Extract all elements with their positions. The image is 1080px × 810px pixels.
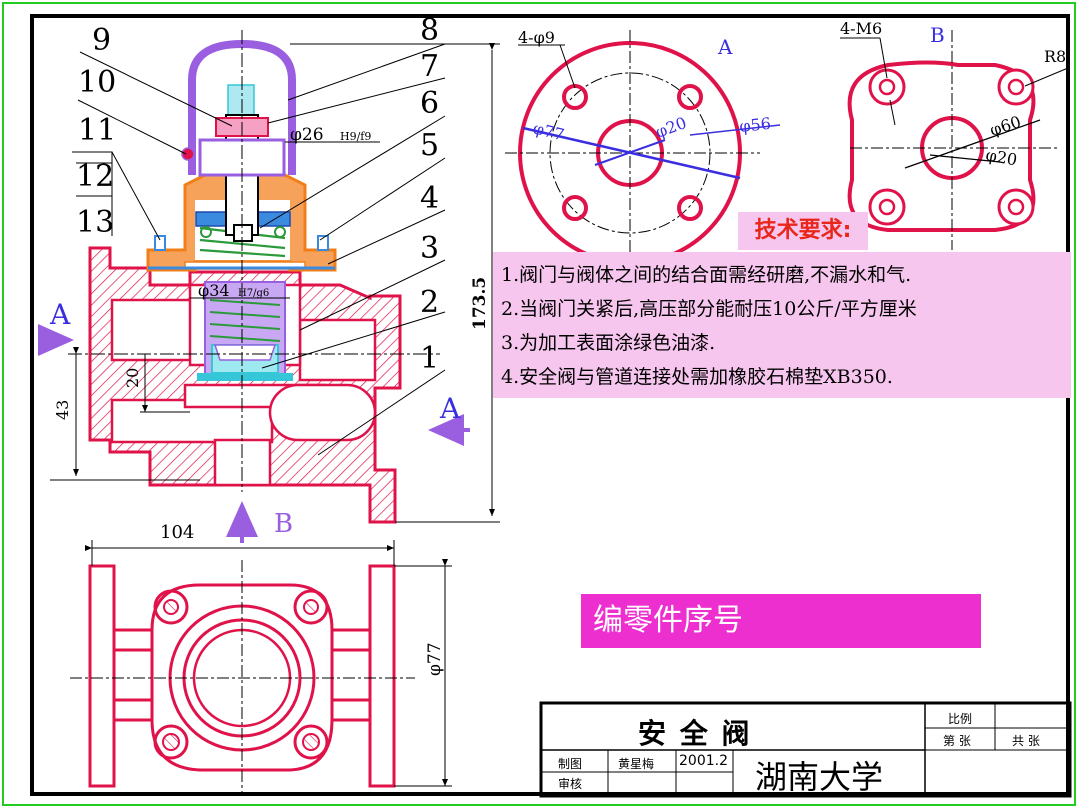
view-a-title: A — [717, 35, 733, 59]
part-label-7: 7 — [420, 49, 439, 84]
view-label-b-arrow: B — [274, 509, 293, 539]
tech-requirement-item: 3.为加工表面涂绿色油漆. — [501, 332, 716, 354]
part-label-9: 9 — [92, 23, 111, 58]
part-label-2: 2 — [420, 285, 439, 320]
valve-seat — [197, 281, 293, 381]
dim-view-a-d20: φ20 — [653, 113, 689, 142]
dim-173-5: 173.5 — [470, 277, 490, 330]
tech-requirement-item: 1.阀门与阀体之间的结合面需经研磨,不漏水和气. — [501, 264, 912, 286]
part-label-3: 3 — [420, 231, 439, 266]
total-sheets-label: 共 张 — [1012, 734, 1040, 748]
tech-requirement-item: 4.安全阀与管道连接处需加橡胶石棉垫XB350. — [501, 366, 893, 388]
view-b — [840, 30, 1069, 250]
part-label-11: 11 — [78, 113, 116, 148]
dim-d34: φ34 — [198, 281, 230, 300]
drawing-date: 2001.2 — [679, 753, 728, 769]
dim-d77-bottom: φ77 — [425, 642, 445, 676]
view-label-a-left: A — [49, 298, 71, 331]
dim-104: 104 — [160, 522, 194, 543]
dim-view-b-d60: φ60 — [987, 112, 1023, 140]
dim-view-a-holes: 4-φ9 — [518, 28, 555, 47]
part-label-4: 4 — [420, 181, 439, 216]
part-label-5: 5 — [420, 128, 439, 163]
view-label-a-right: A — [439, 392, 461, 425]
dim-d34-fit: H7/g6 — [238, 288, 269, 299]
scale-label: 比例 — [948, 712, 973, 726]
tech-requirements-title: 技术要求: — [738, 212, 868, 250]
dim-view-b-r8: R8 — [1044, 47, 1066, 66]
dim-d26-fit: H9/f9 — [340, 130, 371, 143]
title-block-grid — [539, 701, 1072, 798]
view-a — [505, 30, 781, 270]
tech-requirements-box: 1.阀门与阀体之间的结合面需经研磨,不漏水和气. 2.当阀门关紧后,高压部分能耐… — [493, 252, 1071, 398]
dim-20: 20 — [123, 368, 142, 388]
part-label-1: 1 — [420, 341, 439, 376]
tech-requirement-item: 2.当阀门关紧后,高压部分能耐压10公斤/平方厘米 — [501, 298, 917, 320]
drawing-frame — [30, 14, 1070, 796]
part-label-10: 10 — [78, 65, 116, 100]
sheet-label: 第 张 — [943, 734, 971, 748]
checked-by-label: 审核 — [558, 777, 583, 791]
part-label-8: 8 — [420, 13, 439, 48]
dim-view-a-d77: φ77 — [531, 118, 566, 144]
leader-lines — [72, 43, 446, 456]
dimension-lines — [50, 43, 500, 523]
view-b-title: B — [930, 23, 945, 47]
dim-view-a-d56: φ56 — [738, 114, 771, 136]
section-view — [38, 30, 500, 543]
part-label-12: 12 — [76, 159, 114, 194]
part-label-6: 6 — [420, 86, 439, 121]
dim-d26: φ26 — [290, 125, 324, 145]
drawn-by-label: 制图 — [558, 757, 583, 771]
dim-view-b-d20: φ20 — [984, 145, 1018, 169]
part-label-13: 13 — [76, 205, 114, 240]
number-parts-banner[interactable]: 编零件序号 — [581, 594, 981, 648]
dim-43: 43 — [53, 400, 72, 420]
dim-view-b-holes: 4-M6 — [840, 19, 882, 38]
bottom-view — [70, 540, 452, 792]
drafter-name: 黄星梅 — [618, 757, 655, 771]
drawing-title: 安 全 阀 — [638, 717, 752, 750]
school-name: 湖南大学 — [755, 758, 884, 796]
